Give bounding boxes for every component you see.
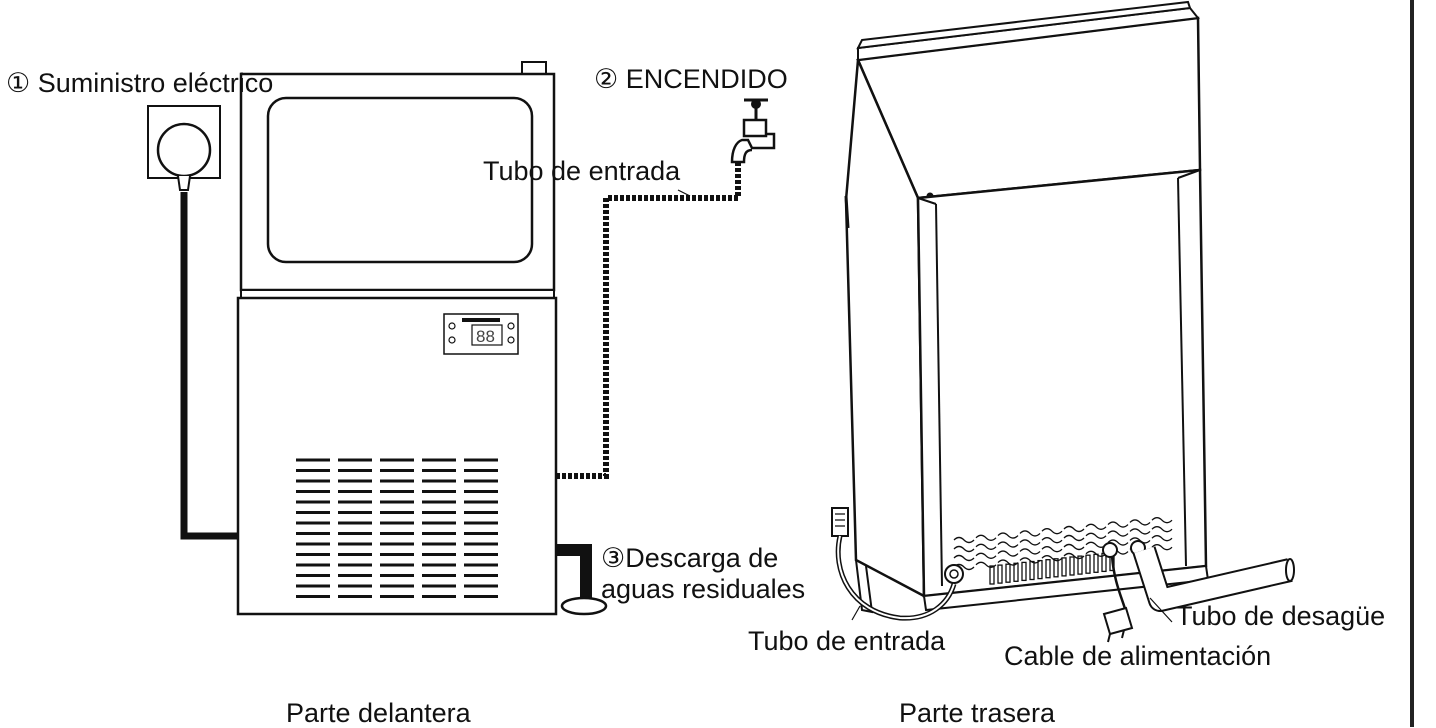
rear-grille-wave: [953, 545, 975, 553]
rear-grille-fin: [989, 565, 995, 585]
rear-grille-wave: [975, 534, 997, 541]
display-digits: 88: [476, 327, 495, 346]
rear-grille-wave: [1041, 528, 1063, 535]
rear-grille-fin: [1037, 559, 1043, 580]
inlet-hose: [556, 162, 741, 479]
rear-grille-fin: [1085, 554, 1091, 574]
rear-grille-wave: [1019, 548, 1041, 555]
rear-grille-wave: [1041, 537, 1063, 544]
rear-grille-fin: [1013, 562, 1019, 582]
label-power-cable: Cable de alimentación: [1004, 641, 1272, 671]
rear-grille-wave: [1129, 528, 1151, 535]
label-power-supply: ① Suministro eléctrico: [6, 68, 274, 98]
rear-grille-fin: [1053, 558, 1059, 578]
rear-grille-wave: [1019, 557, 1041, 564]
label-waste-discharge-line1: ③Descarga de: [601, 543, 779, 573]
rear-grille-wave: [975, 543, 997, 550]
rear-grille-wave: [1063, 543, 1085, 551]
ice-machine-front: 88: [236, 61, 558, 616]
rear-grille-wave: [953, 536, 975, 544]
rear-inlet-hose: [831, 507, 957, 621]
rear-grille-wave: [975, 561, 997, 568]
rear-grille-wave: [1041, 555, 1063, 562]
rear-grille-wave: [1063, 534, 1085, 542]
vent-grille: [296, 458, 498, 598]
rear-grille-fin: [1021, 561, 1027, 582]
rear-grille-wave: [975, 552, 997, 559]
rear-grille-wave: [1107, 539, 1129, 546]
rear-grille-wave: [1107, 530, 1129, 537]
label-waste-discharge-line2: aguas residuales: [601, 574, 806, 604]
rear-grille-wave: [953, 554, 975, 562]
rear-grille-wave: [1151, 517, 1173, 524]
rear-grille-wave: [1129, 519, 1151, 526]
control-panel: 88: [443, 313, 519, 355]
label-inlet-tube-back: Tubo de entrada: [748, 626, 946, 656]
leader-inlet-back: [851, 605, 861, 621]
rear-drain-tube: [1132, 546, 1295, 612]
rear-power-cable: [1102, 555, 1134, 643]
rear-grille-fin: [1045, 559, 1051, 579]
rear-grille-fin: [997, 564, 1003, 584]
rear-grille-wave: [1107, 521, 1129, 528]
caption-front: Parte delantera: [286, 698, 471, 728]
rear-grille-wave: [997, 559, 1019, 566]
rear-grille-wave: [997, 541, 1019, 548]
rear-grille-fin: [1093, 553, 1099, 573]
rear-grille-wave: [997, 532, 1019, 539]
rear-grille-wave: [1019, 530, 1041, 537]
rear-grille-fin: [1029, 560, 1035, 581]
water-tap-icon: [730, 98, 776, 164]
wall-socket-icon: [147, 105, 221, 191]
rear-grille-fin: [1077, 555, 1083, 575]
rear-grille-wave: [1063, 525, 1085, 533]
power-cord: [180, 192, 238, 540]
rear-grille-fin: [1069, 556, 1075, 576]
rear-grille-wave: [1151, 526, 1173, 533]
leader-drain: [1149, 597, 1173, 623]
rear-grille-wave: [997, 550, 1019, 557]
page-border: [1410, 0, 1414, 727]
label-drain-tube: Tubo de desagüe: [1176, 601, 1386, 631]
label-switch-on: ② ENCENDIDO: [594, 64, 788, 94]
rear-grille-fin: [1061, 557, 1067, 577]
rear-grille-wave: [1019, 539, 1041, 546]
rear-grille-wave: [1151, 544, 1173, 551]
rear-grille-wave: [1085, 523, 1107, 530]
rear-grille-wave: [1151, 535, 1173, 542]
rear-grille-wave: [1085, 532, 1107, 539]
rear-grille-fin: [1005, 563, 1011, 583]
label-inlet-tube-front: Tubo de entrada: [483, 156, 681, 186]
waste-drain: [556, 544, 608, 616]
caption-back: Parte trasera: [899, 698, 1056, 728]
ice-machine-back: [844, 0, 1210, 614]
rear-grille-wave: [1041, 546, 1063, 553]
rear-grille-wave: [1063, 552, 1085, 560]
